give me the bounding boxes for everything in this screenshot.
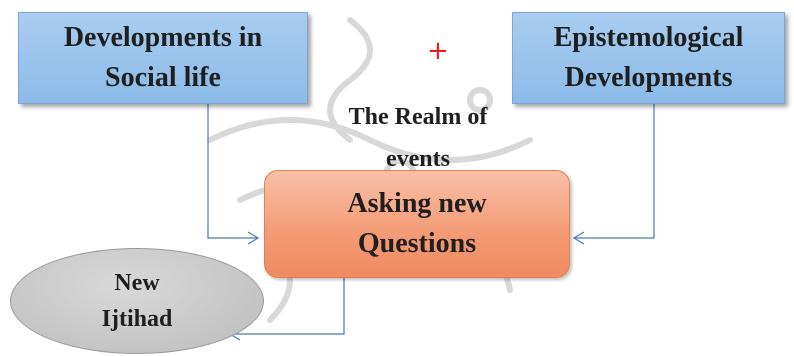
node-new-ijtihad: New Ijtihad — [10, 248, 264, 354]
arrowhead-epist — [572, 231, 585, 245]
node-developments-social-life: Developments in Social life — [18, 12, 308, 104]
node-social-line1: Developments in — [63, 22, 263, 53]
node-epist-line1: Epistemological — [553, 22, 744, 53]
realm-label-line2: events — [386, 146, 450, 172]
connector-asking-to-ijtihad — [230, 278, 345, 335]
node-epistemological-developments: Epistemological Developments — [512, 12, 785, 104]
plus-sign-icon: + — [427, 36, 449, 66]
connector-social-to-asking — [207, 104, 258, 239]
realm-label-line1: The Realm of — [348, 104, 488, 130]
node-ijtihad-line2: Ijtihad — [101, 306, 173, 332]
realm-of-events-label: The Realm of events — [318, 96, 518, 180]
node-asking-line2: Questions — [357, 228, 477, 259]
connector-epist-to-asking — [574, 104, 655, 239]
node-asking-line1: Asking new — [347, 188, 487, 219]
node-social-line2: Social life — [105, 62, 221, 93]
node-epist-line2: Developments — [564, 62, 733, 93]
node-asking-new-questions: Asking new Questions — [264, 170, 570, 278]
node-ijtihad-line1: New — [114, 270, 160, 296]
arrowhead-social — [247, 231, 260, 245]
